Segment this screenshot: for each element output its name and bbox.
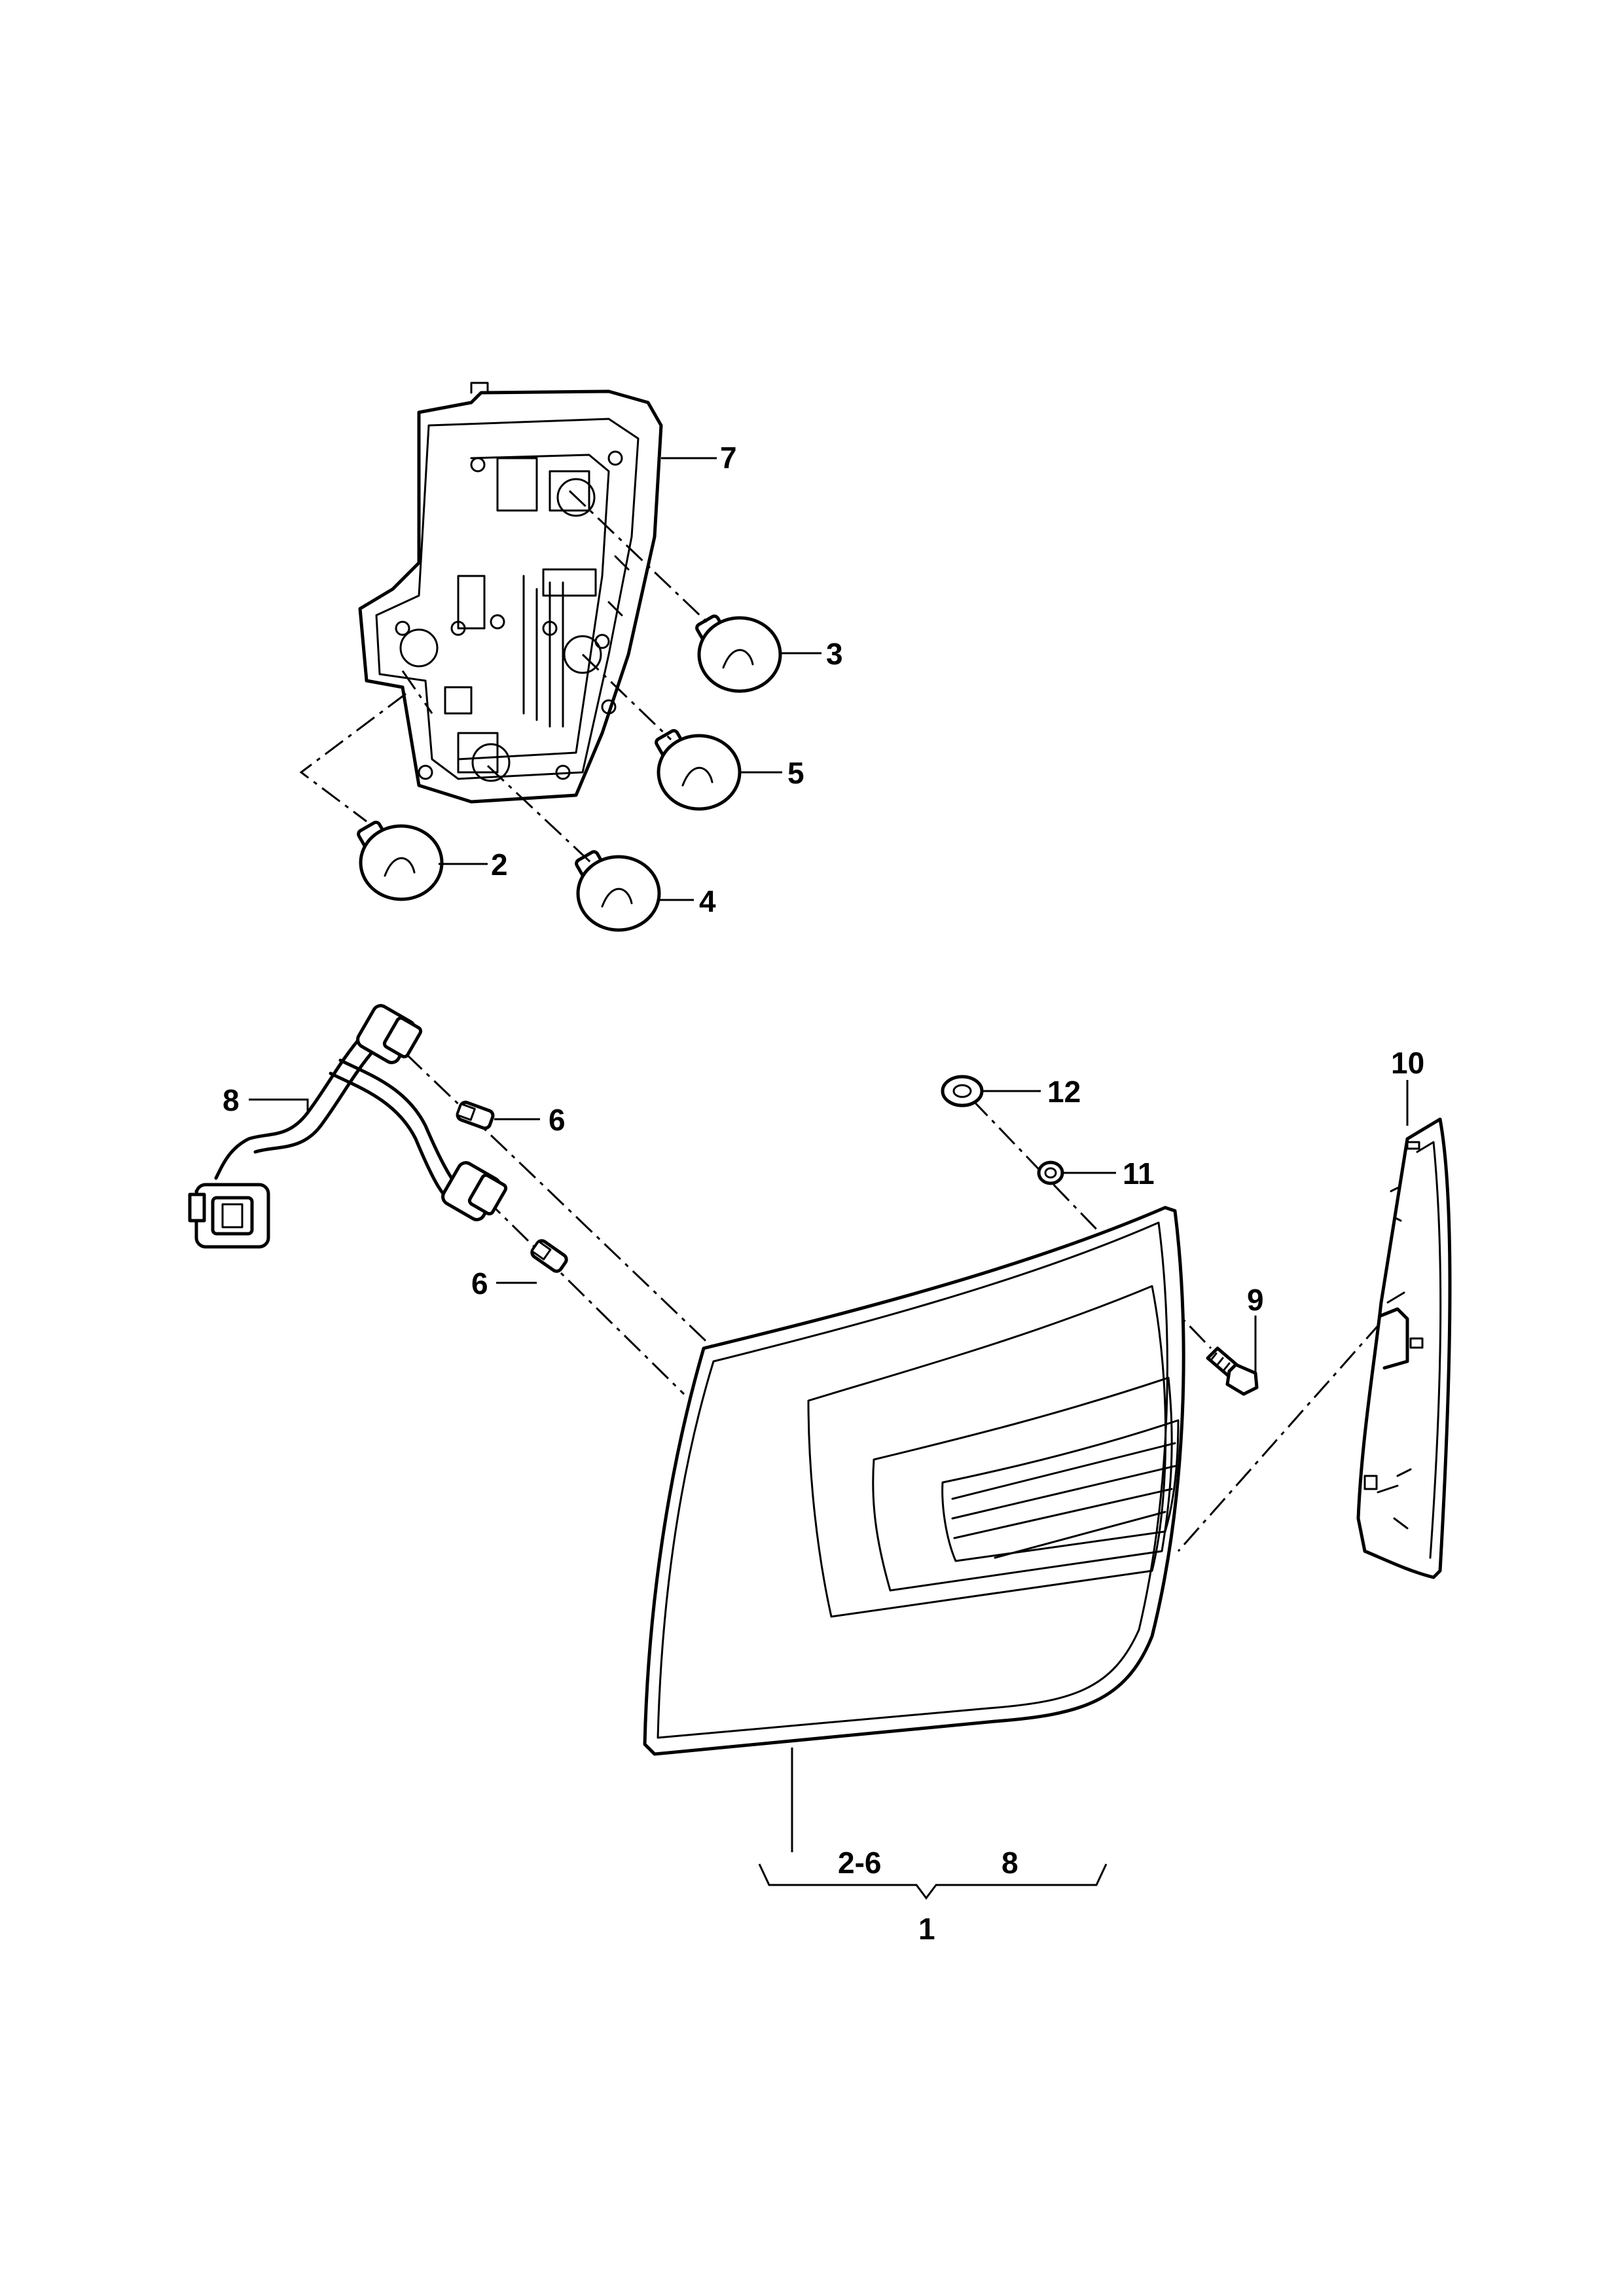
bulb-4 — [575, 850, 661, 932]
trim-panel — [1356, 1117, 1452, 1579]
tail-lamp — [643, 1206, 1185, 1756]
callout-1: 1 — [918, 1912, 935, 1946]
bulb-3 — [695, 614, 782, 693]
wedge-bulb-upper — [456, 1100, 495, 1130]
wedge-bulb-lower — [530, 1239, 568, 1273]
callout-3: 3 — [826, 637, 843, 671]
screw-9 — [1206, 1346, 1259, 1396]
callout-6-upper: 6 — [549, 1103, 566, 1137]
bulb-5 — [655, 728, 742, 811]
callout-11: 11 — [1123, 1157, 1155, 1191]
group-brace — [758, 1863, 1108, 1900]
callout-7: 7 — [720, 440, 737, 475]
callout-2: 2 — [491, 848, 508, 882]
washer-12 — [941, 1075, 984, 1107]
grommet-11 — [1037, 1160, 1064, 1185]
leader-lines — [249, 457, 1409, 1852]
callout-9: 9 — [1247, 1283, 1264, 1317]
callout-6-lower: 6 — [471, 1266, 488, 1300]
bulb-carrier — [358, 382, 663, 804]
callout-2-6: 2-6 — [838, 1846, 881, 1880]
callout-10: 10 — [1391, 1046, 1424, 1080]
callout-12: 12 — [1047, 1075, 1081, 1109]
bulb-2 — [357, 820, 444, 901]
callout-5: 5 — [787, 756, 804, 790]
callout-4: 4 — [699, 884, 716, 918]
wiring-harness — [188, 1004, 508, 1249]
callout-8-harness: 8 — [223, 1083, 240, 1117]
callout-8-group: 8 — [1001, 1846, 1019, 1880]
